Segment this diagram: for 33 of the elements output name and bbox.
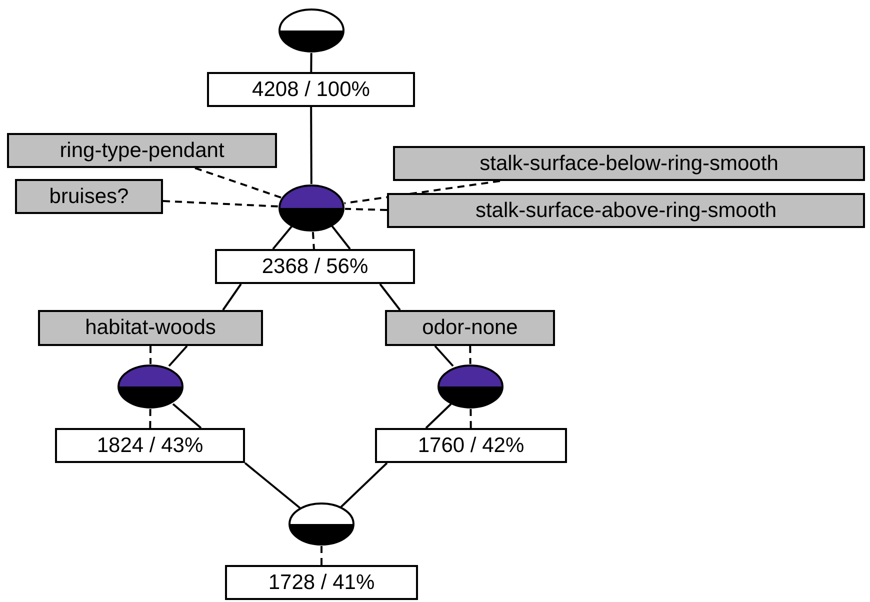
connector — [379, 283, 401, 311]
connector — [172, 403, 202, 429]
connector — [272, 225, 293, 250]
connector — [434, 345, 454, 367]
dashed-connector — [312, 232, 315, 250]
attribute-label: stalk-surface-above-ring-smooth — [387, 193, 865, 228]
dashed-connector — [194, 167, 282, 199]
dashed-connector — [470, 408, 472, 428]
connector — [340, 462, 388, 508]
connector — [331, 225, 351, 250]
dashed-connector — [150, 346, 152, 364]
attribute-label: habitat-woods — [38, 310, 263, 346]
connector — [222, 283, 242, 311]
connector — [310, 107, 312, 184]
count-label: 1824 / 43% — [55, 428, 245, 463]
count-label: 2368 / 56% — [215, 249, 415, 284]
dashed-connector — [344, 208, 388, 211]
count-label: 1728 / 41% — [225, 565, 418, 600]
dashed-connector — [344, 180, 500, 204]
connector — [244, 462, 301, 509]
dashed-connector — [469, 346, 472, 364]
attribute-label: odor-none — [385, 310, 555, 346]
attribute-label: ring-type-pendant — [7, 133, 277, 168]
dashed-connector — [320, 546, 322, 565]
connector — [168, 345, 188, 367]
dashed-connector — [149, 408, 152, 428]
count-label: 1760 / 42% — [375, 428, 567, 463]
dashed-connector — [162, 200, 278, 208]
attribute-label: stalk-surface-below-ring-smooth — [393, 146, 865, 181]
connector — [425, 403, 452, 429]
count-label: 4208 / 100% — [207, 72, 415, 107]
attribute-label: bruises? — [15, 179, 163, 214]
connector — [310, 52, 312, 72]
